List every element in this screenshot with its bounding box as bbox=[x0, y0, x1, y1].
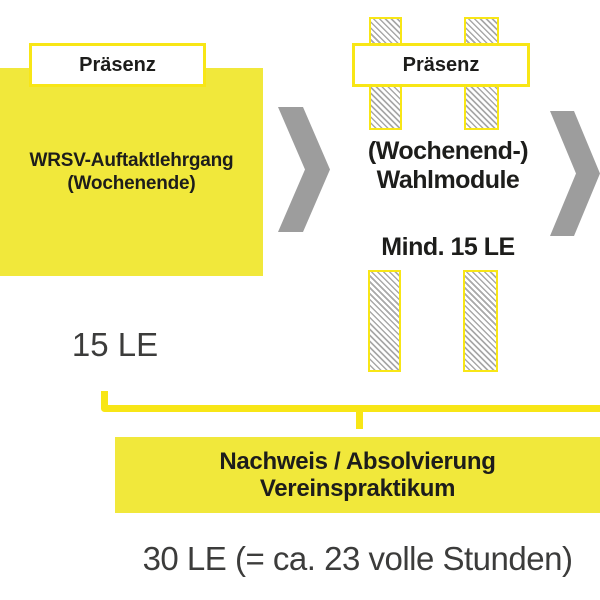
hatched-module-bar-icon bbox=[368, 270, 401, 372]
stage2-title-line2: Wahlmodule bbox=[376, 166, 520, 194]
stage2-min-le-label: Mind. 15 LE bbox=[381, 233, 515, 261]
stage1-course-box: WRSV-Auftaktlehrgang (Wochenende) bbox=[0, 68, 263, 276]
stage1-course-title: WRSV-Auftaktlehrgang (Wochenende) bbox=[30, 149, 234, 195]
stage1-title-line1: WRSV-Auftaktlehrgang bbox=[29, 150, 234, 171]
practicum-line1: Nachweis / Absolvierung bbox=[219, 448, 496, 475]
stage1-presence-tag: Präsenz bbox=[29, 43, 206, 87]
hatched-module-bar-icon bbox=[463, 270, 498, 372]
bracket-underline-icon bbox=[101, 391, 600, 429]
practicum-line2: Vereinspraktikum bbox=[259, 475, 456, 502]
stage2-title-line1: (Wochenend-) bbox=[367, 137, 529, 165]
practicum-box: Nachweis / Absolvierung Vereinspraktikum bbox=[115, 437, 600, 513]
chevron-right-icon bbox=[278, 107, 330, 232]
stage1-presence-tag-label: Präsenz bbox=[79, 53, 156, 76]
stage2-presence-tag: Präsenz bbox=[352, 43, 530, 87]
total-le-label: 30 LE (= ca. 23 volle Stunden) bbox=[142, 540, 573, 577]
stage1-le-label: 15 LE bbox=[71, 326, 159, 363]
stage2-course-title: (Wochenend-) Wahlmodule bbox=[338, 137, 558, 195]
stage1-title-line2: (Wochenende) bbox=[67, 173, 196, 194]
chevron-right-icon bbox=[550, 111, 600, 236]
stage2-presence-tag-label: Präsenz bbox=[402, 53, 480, 76]
